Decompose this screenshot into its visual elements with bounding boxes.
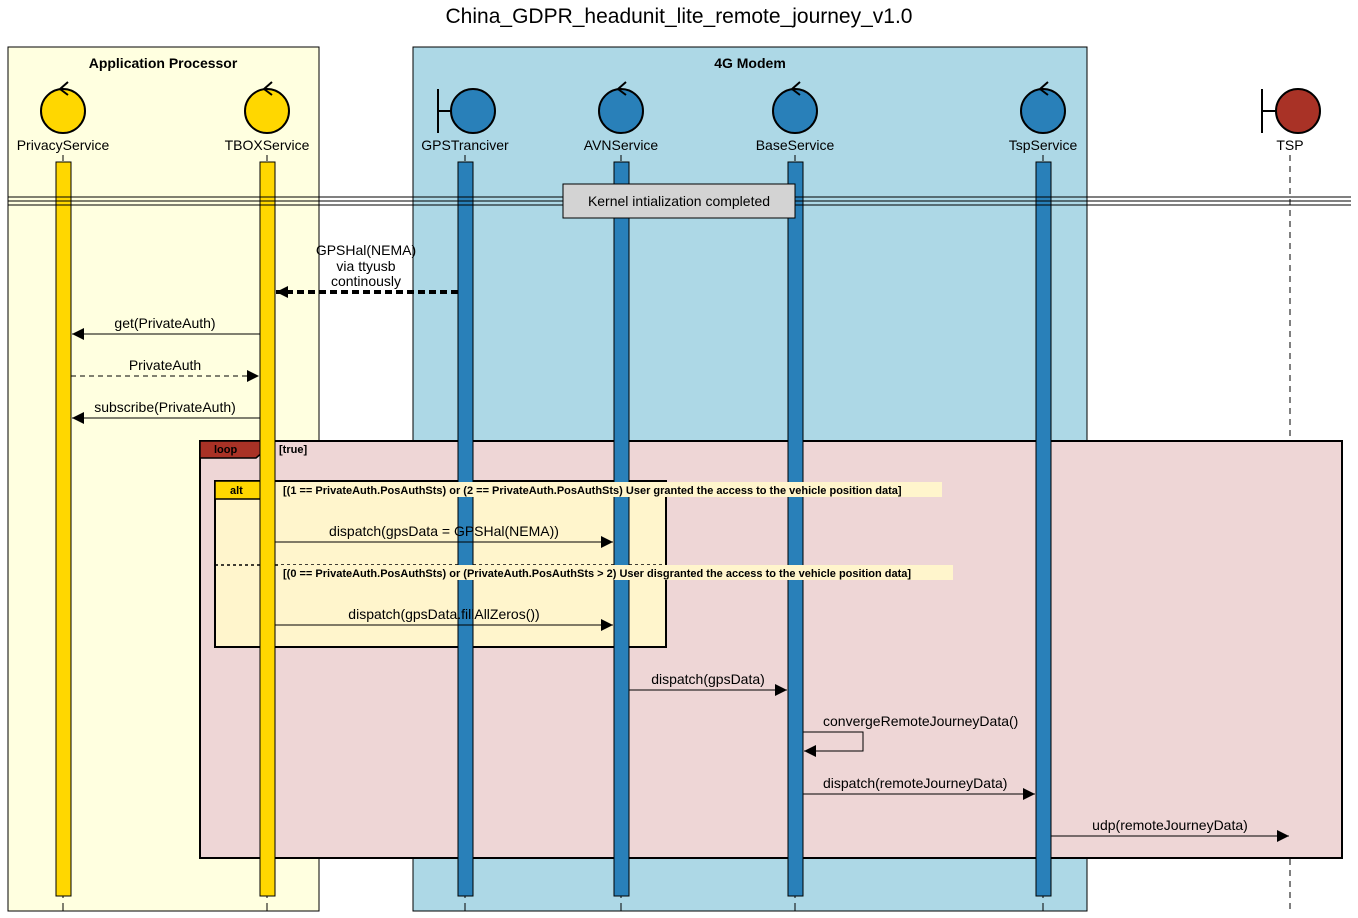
alt-tag: alt — [230, 485, 243, 497]
svg-text:subscribe(PrivateAuth): subscribe(PrivateAuth) — [94, 399, 236, 415]
message-gpshal: GPSHal(NEMA) via ttyusb continously — [276, 242, 458, 298]
control-arrow — [59, 81, 69, 96]
control-icon — [40, 88, 86, 134]
alt-guard1-bg — [280, 482, 942, 497]
message-get-auth: get(PrivateAuth) — [72, 315, 260, 340]
alt-frame — [214, 480, 667, 648]
divider-label: Kernel intialization completed — [588, 193, 770, 209]
svg-text:convergeRemoteJourneyData(): convergeRemoteJourneyData() — [823, 713, 1018, 729]
control-arrow — [263, 81, 273, 96]
alt-guard1: [(1 == PrivateAuth.PosAuthSts) or (2 == … — [283, 485, 902, 497]
activation-tbox — [259, 161, 276, 897]
participant-privacy: PrivacyService — [17, 81, 110, 153]
participant-label: PrivacyService — [17, 137, 110, 153]
participant-avn: AVNService — [584, 81, 659, 153]
participant-tspservice: TspService — [1009, 81, 1078, 153]
control-icon — [1020, 88, 1066, 134]
svg-text:get(PrivateAuth): get(PrivateAuth) — [114, 315, 215, 331]
participant-label: AVNService — [584, 137, 659, 153]
boundary-icon — [450, 88, 496, 134]
svg-text:udp(remoteJourneyData): udp(remoteJourneyData) — [1092, 817, 1248, 833]
activation-base — [787, 161, 804, 897]
control-arrow — [791, 81, 801, 96]
message-auth-reply: PrivateAuth — [71, 357, 259, 382]
message-dispatch-gps: dispatch(gpsData = GPSHal(NEMA)) — [275, 523, 613, 548]
participant-label: BaseService — [756, 137, 835, 153]
control-arrow — [1039, 81, 1049, 96]
participant-label: TSP — [1276, 137, 1303, 153]
activation-privacy — [55, 161, 72, 897]
svg-text:continously: continously — [331, 273, 401, 289]
loop-tag: loop — [214, 444, 237, 456]
svg-text:via ttyusb: via ttyusb — [336, 258, 395, 274]
activation-gps — [457, 161, 474, 897]
alt-guard2: [(0 == PrivateAuth.PosAuthSts) or (Priva… — [283, 568, 911, 580]
message-dispatch-remote: dispatch(remoteJourneyData) — [803, 775, 1035, 800]
participant-base: BaseService — [756, 81, 835, 153]
message-udp: udp(remoteJourneyData) — [1051, 817, 1289, 842]
message-converge: convergeRemoteJourneyData() — [803, 713, 1018, 757]
activation-avn — [613, 161, 630, 897]
svg-text:PrivateAuth: PrivateAuth — [129, 357, 201, 373]
participant-tbox: TBOXService — [225, 81, 310, 153]
loop-guard: [true] — [279, 444, 307, 456]
participant-tsp: TSP — [1261, 88, 1321, 153]
participant-gps: GPSTranciver — [421, 88, 509, 153]
svg-text:dispatch(gpsData.fillAllZeros(: dispatch(gpsData.fillAllZeros()) — [348, 606, 539, 622]
diagram-title: China_GDPR_headunit_lite_remote_journey_… — [446, 5, 913, 28]
arrow-converge — [803, 731, 864, 757]
svg-text:GPSHal(NEMA): GPSHal(NEMA) — [316, 242, 416, 258]
control-icon — [244, 88, 290, 134]
activation-tspservice — [1035, 161, 1052, 897]
control-icon — [772, 88, 818, 134]
participant-label: TspService — [1009, 137, 1078, 153]
svg-text:dispatch(gpsData = GPSHal(NEMA: dispatch(gpsData = GPSHal(NEMA)) — [329, 523, 559, 539]
message-subscribe: subscribe(PrivateAuth) — [72, 399, 260, 424]
alt-guard2-bg — [280, 565, 953, 580]
control-icon — [598, 88, 644, 134]
divider-box — [562, 183, 796, 219]
kernel-divider: Kernel intialization completed — [8, 183, 1351, 219]
lifeline-ticks — [62, 904, 1044, 911]
svg-text:dispatch(gpsData): dispatch(gpsData) — [651, 671, 765, 687]
control-arrow — [617, 81, 627, 96]
message-dispatch-zeros: dispatch(gpsData.fillAllZeros()) — [275, 606, 613, 631]
participant-label: TBOXService — [225, 137, 310, 153]
svg-text:dispatch(remoteJourneyData): dispatch(remoteJourneyData) — [823, 775, 1007, 791]
message-dispatch-data: dispatch(gpsData) — [629, 671, 787, 696]
boundary-icon — [1275, 88, 1321, 134]
activation-bars — [55, 161, 1052, 897]
modem-label: 4G Modem — [714, 55, 786, 71]
participant-label: GPSTranciver — [421, 137, 509, 153]
application-processor-label: Application Processor — [89, 55, 238, 71]
